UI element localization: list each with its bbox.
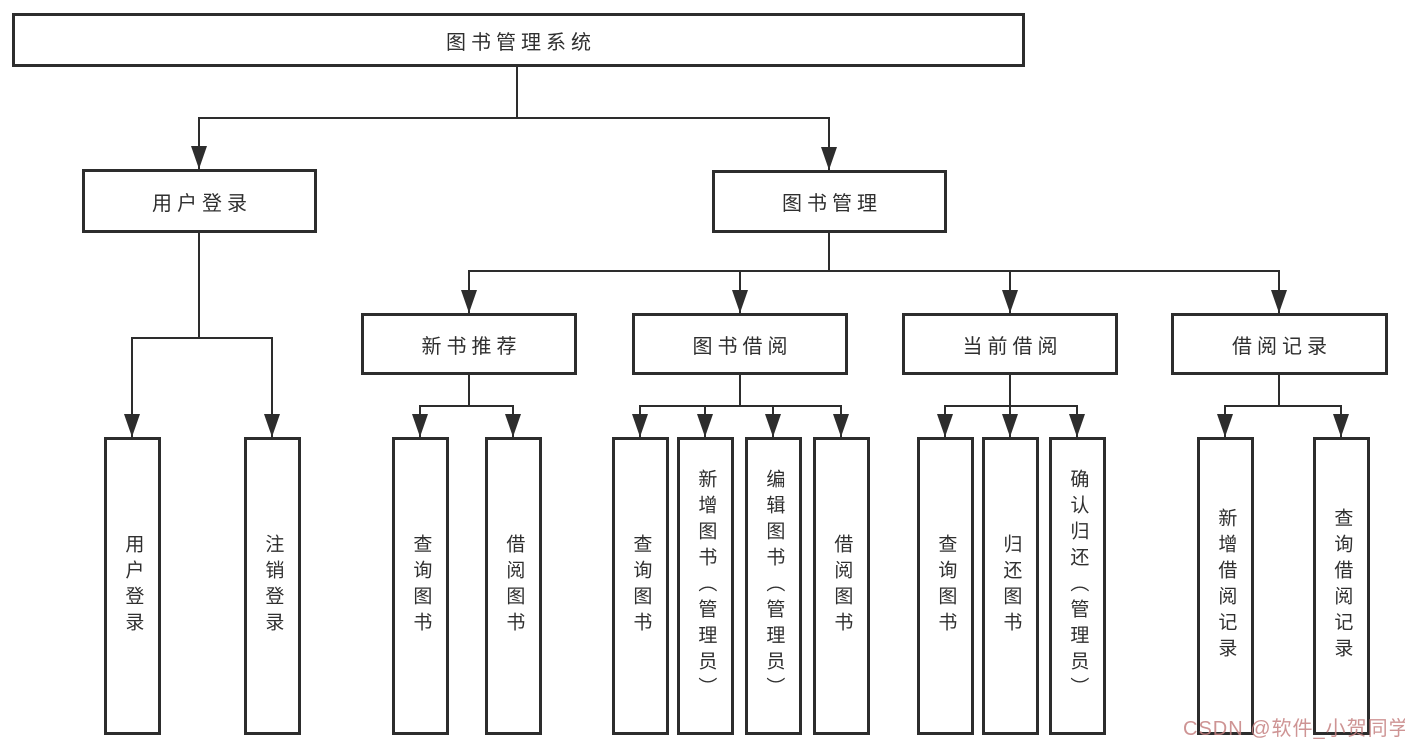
leaf-bb-edit-book-label: 编辑图书（管理员）	[763, 469, 785, 703]
arrowhead-to-leaf-br-query	[1333, 414, 1349, 437]
node-new-book-recommend-label: 新书推荐	[421, 335, 522, 358]
connector-borrowing-records-branch	[1224, 405, 1342, 407]
node-book-borrowing: 图书借阅	[632, 313, 848, 375]
node-book-management-label: 图书管理	[782, 193, 882, 215]
arrowhead-to-leaf-bb-borrow	[833, 414, 849, 437]
node-user-login-group: 用户登录	[82, 169, 317, 233]
leaf-logout-label: 注销登录	[262, 534, 284, 638]
leaf-bb-query-book: 查询图书	[612, 437, 669, 735]
arrowhead-to-leaf-nb-query	[412, 414, 428, 437]
connector-to-book-management	[828, 117, 830, 170]
connector-root-stem	[516, 66, 518, 118]
arrowhead-to-leaf-br-add	[1217, 414, 1233, 437]
arrowhead-to-leaf-cb-confirm	[1069, 414, 1085, 437]
leaf-bb-borrow-book-label: 借阅图书	[831, 534, 853, 638]
node-current-borrowing-label: 当前借阅	[962, 335, 1063, 358]
leaf-bb-borrow-book: 借阅图书	[813, 437, 870, 735]
connector-borrowing-records-stem	[1278, 375, 1280, 406]
arrowhead-to-new-book-recommend	[461, 290, 477, 313]
node-book-management: 图书管理	[712, 170, 947, 233]
leaf-cb-return-book: 归还图书	[982, 437, 1039, 735]
leaf-cb-query-book-label: 查询图书	[935, 534, 957, 638]
node-root: 图书管理系统	[12, 13, 1025, 67]
node-book-borrowing-label: 图书借阅	[692, 335, 793, 358]
arrowhead-to-leaf-bb-edit	[765, 414, 781, 437]
leaf-user-login: 用户登录	[104, 437, 161, 735]
node-borrowing-records: 借阅记录	[1171, 313, 1388, 375]
arrowhead-to-leaf-cb-query	[937, 414, 953, 437]
connector-to-leaf-logout	[271, 337, 273, 437]
arrowhead-to-leaf-logout	[264, 414, 280, 437]
leaf-br-query-record-label: 查询借阅记录	[1331, 508, 1353, 664]
leaf-nb-borrow-book: 借阅图书	[485, 437, 542, 735]
connector-new-book-recommend-branch	[419, 405, 514, 407]
node-new-book-recommend: 新书推荐	[361, 313, 577, 375]
connector-book-management-branch	[468, 270, 1280, 272]
arrowhead-to-leaf-bb-query	[632, 414, 648, 437]
arrowhead-to-user-login	[191, 146, 207, 169]
connector-book-management-stem	[828, 233, 830, 271]
node-user-login-group-label: 用户登录	[152, 192, 252, 215]
node-current-borrowing: 当前借阅	[902, 313, 1118, 375]
leaf-br-add-record-label: 新增借阅记录	[1215, 508, 1237, 664]
leaf-nb-borrow-book-label: 借阅图书	[503, 534, 525, 638]
connector-user-login-stem	[198, 233, 200, 338]
arrowhead-to-book-borrowing	[732, 290, 748, 313]
leaf-nb-query-book-label: 查询图书	[410, 534, 432, 638]
connector-current-borrowing-branch	[944, 405, 1078, 407]
arrowhead-to-leaf-cb-return	[1002, 414, 1018, 437]
leaf-bb-add-book: 新增图书（管理员）	[677, 437, 734, 735]
leaf-nb-query-book: 查询图书	[392, 437, 449, 735]
connector-book-borrowing-stem	[739, 375, 741, 406]
connector-to-leaf-login	[131, 337, 133, 437]
node-root-label: 图书管理系统	[446, 31, 596, 54]
csdn-watermark: CSDN @软件_小贺同学	[1183, 718, 1405, 740]
leaf-cb-confirm-return-label: 确认归还（管理员）	[1067, 469, 1089, 703]
leaf-logout: 注销登录	[244, 437, 301, 735]
leaf-br-add-record: 新增借阅记录	[1197, 437, 1254, 735]
arrowhead-to-current-borrowing	[1002, 290, 1018, 313]
arrowhead-to-leaf-bb-add	[697, 414, 713, 437]
connector-user-login-branch	[131, 337, 273, 339]
leaf-br-query-record: 查询借阅记录	[1313, 437, 1370, 735]
arrowhead-to-book-management	[821, 147, 837, 170]
leaf-user-login-label: 用户登录	[122, 534, 144, 638]
leaf-cb-return-book-label: 归还图书	[1000, 534, 1022, 638]
connector-book-borrowing-branch	[639, 405, 842, 407]
node-borrowing-records-label: 借阅记录	[1232, 335, 1332, 358]
connector-to-user-login	[198, 117, 200, 169]
leaf-cb-confirm-return: 确认归还（管理员）	[1049, 437, 1106, 735]
leaf-bb-query-book-label: 查询图书	[630, 534, 652, 638]
arrowhead-to-borrowing-records	[1271, 290, 1287, 313]
connector-new-book-recommend-stem	[468, 375, 470, 406]
leaf-bb-add-book-label: 新增图书（管理员）	[695, 469, 717, 703]
leaf-bb-edit-book: 编辑图书（管理员）	[745, 437, 802, 735]
arrowhead-to-leaf-login	[124, 414, 140, 437]
connector-root-branch	[198, 117, 830, 119]
arrowhead-to-leaf-nb-borrow	[505, 414, 521, 437]
connector-current-borrowing-stem	[1009, 375, 1011, 406]
leaf-cb-query-book: 查询图书	[917, 437, 974, 735]
